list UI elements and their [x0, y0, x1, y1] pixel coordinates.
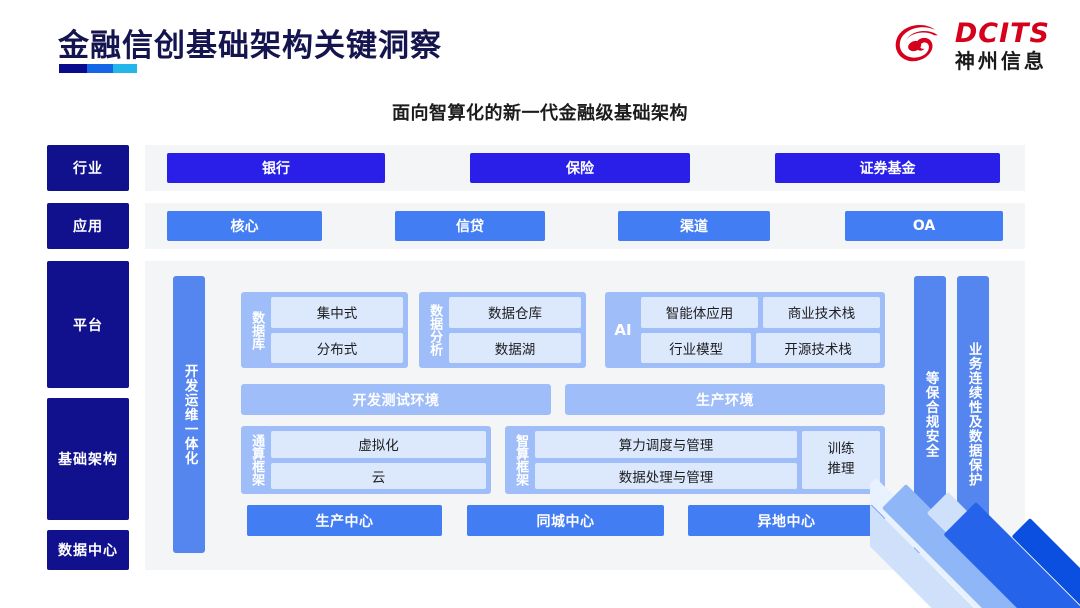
logo-en-text: DCITS: [954, 18, 1050, 49]
datacenter-chip-remote[interactable]: 异地中心: [688, 505, 885, 536]
brand-logo: DCITS 神州信息: [893, 20, 1050, 71]
layer-label-application: 应用: [47, 203, 129, 249]
group-row: 分布式: [271, 332, 403, 363]
cell-agent-application[interactable]: 智能体应用: [641, 297, 758, 328]
group-body-data-analytics: 数据仓库 数据湖: [449, 297, 581, 363]
layer-label-industry: 行业: [47, 145, 129, 191]
env-bar-production[interactable]: 生产环境: [565, 384, 885, 415]
group-label-ai: AI: [614, 321, 632, 339]
group-body-ai: 智能体应用 商业技术栈 行业模型 开源技术栈: [641, 297, 880, 363]
layer-label-datacenter: 数据中心: [47, 530, 129, 570]
application-chip-oa[interactable]: OA: [845, 211, 1003, 241]
industry-chip-bank[interactable]: 银行: [167, 153, 385, 183]
industry-chip-insurance[interactable]: 保险: [470, 153, 690, 183]
cell-training-inference[interactable]: 训练 推理: [802, 431, 880, 489]
datacenter-chip-metro[interactable]: 同城中心: [467, 505, 664, 536]
page-title: 金融信创基础架构关键洞察: [58, 28, 442, 64]
cell-cloud[interactable]: 云: [271, 462, 486, 489]
group-ai: AI 智能体应用 商业技术栈 行业模型 开源技术栈: [605, 292, 885, 368]
group-row: 数据处理与管理: [535, 462, 797, 489]
group-ai-compute-framework: 智算框架 算力调度与管理 数据处理与管理 训练 推理: [505, 426, 885, 494]
vertical-bar-business-continuity: 业务连续性及数据保护: [957, 276, 989, 553]
layer-label-infrastructure: 基础架构: [47, 398, 129, 520]
env-bar-dev-test[interactable]: 开发测试环境: [241, 384, 551, 415]
group-label-general-compute-framework: 通算框架: [249, 434, 265, 486]
group-row: 数据湖: [449, 332, 581, 363]
logo-cn-text: 神州信息: [954, 49, 1047, 73]
cell-distributed[interactable]: 分布式: [271, 332, 403, 363]
cell-centralized[interactable]: 集中式: [271, 297, 403, 328]
diagram-subtitle: 面向智算化的新一代金融级基础架构: [392, 103, 688, 124]
group-data-analytics: 数据分析 数据仓库 数据湖: [419, 292, 586, 368]
group-database: 数据库 集中式 分布式: [241, 292, 408, 368]
group-row: 算力调度与管理: [535, 431, 797, 458]
cell-virtualization[interactable]: 虚拟化: [271, 431, 486, 458]
group-row: 集中式: [271, 297, 403, 328]
group-row: 云: [271, 462, 486, 489]
group-body-general-compute: 虚拟化 云: [271, 431, 486, 489]
cell-commercial-tech-stack[interactable]: 商业技术栈: [763, 297, 880, 328]
cell-compute-scheduling[interactable]: 算力调度与管理: [535, 431, 797, 458]
group-row: 虚拟化: [271, 431, 486, 458]
cell-data-processing[interactable]: 数据处理与管理: [535, 462, 797, 489]
application-chip-channel[interactable]: 渠道: [618, 211, 770, 241]
cell-inference-label: 推理: [827, 461, 855, 477]
group-row: 行业模型 开源技术栈: [641, 332, 880, 363]
rule-segment-navy: [59, 64, 87, 73]
application-row: 核心 信贷 渠道 OA: [145, 203, 1025, 249]
cell-opensource-tech-stack[interactable]: 开源技术栈: [756, 332, 880, 363]
vertical-bar-compliance-security: 等保合规安全: [914, 276, 946, 553]
cell-data-lake[interactable]: 数据湖: [449, 332, 581, 363]
dcits-swirl-icon: [895, 24, 938, 61]
industry-chip-securities[interactable]: 证券基金: [775, 153, 1000, 183]
layer-label-platform: 平台: [47, 261, 129, 388]
rule-segment-cyan: [113, 64, 137, 73]
group-row: 数据仓库: [449, 297, 581, 328]
application-chip-core[interactable]: 核心: [167, 211, 322, 241]
group-label-data-analytics: 数据分析: [427, 304, 443, 356]
rule-segment-blue: [87, 64, 113, 73]
title-underline-rule: [59, 64, 137, 73]
group-body-ai-compute: 算力调度与管理 数据处理与管理: [535, 431, 797, 489]
slide-header: 金融信创基础架构关键洞察 DCITS 神州信息: [0, 0, 1080, 92]
cell-industry-model[interactable]: 行业模型: [641, 332, 752, 363]
logo-wordmark: DCITS 神州信息: [955, 20, 1050, 71]
cell-data-warehouse[interactable]: 数据仓库: [449, 297, 581, 328]
vertical-bar-devops: 开发运维一体化: [173, 276, 205, 553]
group-row: 智能体应用 商业技术栈: [641, 297, 880, 328]
group-label-ai-compute-framework: 智算框架: [513, 434, 529, 486]
application-chip-credit[interactable]: 信贷: [395, 211, 545, 241]
cell-training-label: 训练: [827, 441, 855, 458]
group-body-database: 集中式 分布式: [271, 297, 403, 363]
industry-row: 银行 保险 证券基金: [145, 145, 1025, 191]
datacenter-chip-production[interactable]: 生产中心: [247, 505, 442, 536]
group-label-database: 数据库: [249, 310, 265, 350]
group-general-compute-framework: 通算框架 虚拟化 云: [241, 426, 491, 494]
